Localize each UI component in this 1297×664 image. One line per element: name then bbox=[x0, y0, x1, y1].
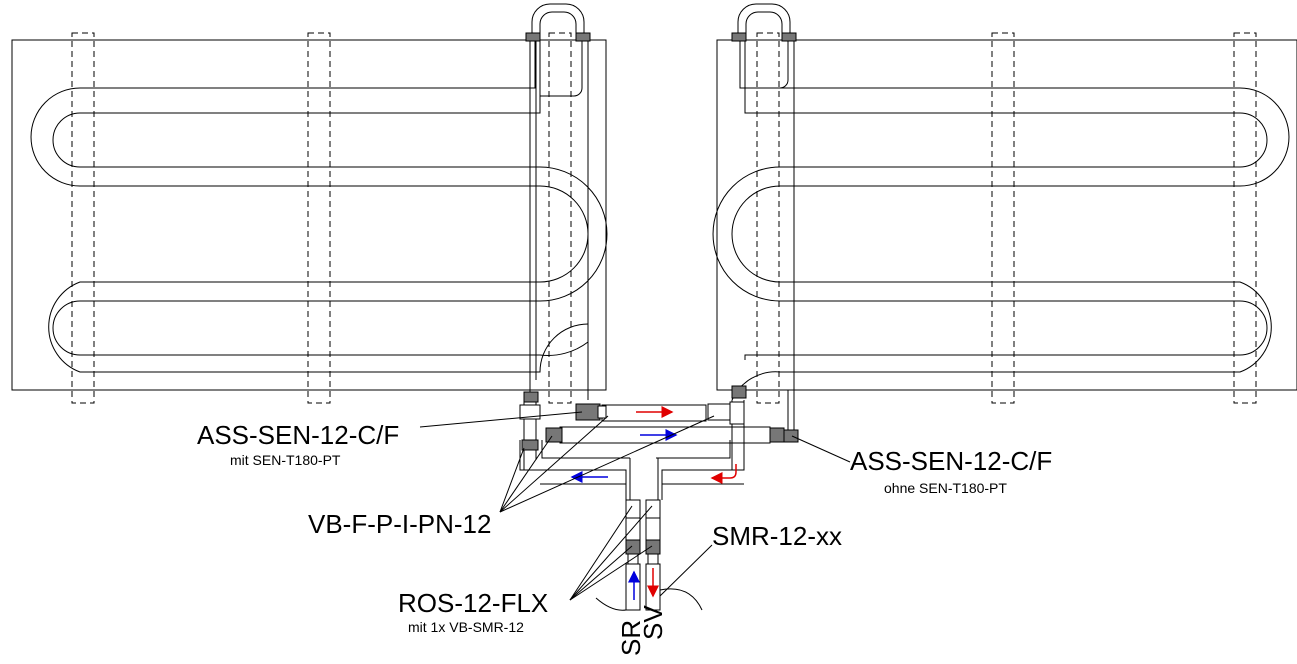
leader-hose bbox=[569, 505, 633, 601]
label-pipe: SMR-12-xx bbox=[712, 521, 842, 551]
label-sensor-right: ASS-SEN-12-C/F bbox=[850, 446, 1052, 476]
left-u-bend-fitting bbox=[575, 32, 591, 42]
outlet-hose bbox=[645, 517, 661, 541]
valve-fitting bbox=[731, 385, 747, 399]
outlet-hose bbox=[625, 517, 641, 541]
left-heating-panel bbox=[11, 3, 608, 404]
right-supply-riser bbox=[779, 40, 795, 430]
right-panel-outline bbox=[716, 39, 1297, 391]
valve-fitting bbox=[769, 427, 785, 443]
label-sensor-left: ASS-SEN-12-C/F bbox=[197, 420, 399, 450]
right-serpentine-tube-outer bbox=[731, 40, 1290, 401]
left-panel-outline bbox=[11, 39, 607, 391]
leader-hose bbox=[569, 545, 633, 601]
left-return-riser bbox=[529, 40, 537, 400]
left-supply-riser bbox=[540, 40, 589, 400]
lower-t-pipe bbox=[519, 440, 745, 500]
leader-sensor-left bbox=[419, 411, 583, 428]
sensor-right-body bbox=[783, 429, 799, 443]
valve-fitting bbox=[521, 439, 539, 451]
leader-hose bbox=[569, 545, 653, 601]
leader-valve bbox=[499, 435, 553, 513]
outlet-fitting bbox=[625, 539, 641, 555]
label-supply-return: SR bbox=[616, 620, 646, 656]
left-serpentine-tube-outer bbox=[30, 40, 589, 373]
valve-fitting bbox=[729, 401, 745, 425]
outlet-fitting bbox=[625, 499, 641, 519]
valve-fitting bbox=[519, 404, 541, 420]
label-hose-sub: mit 1x VB-SMR-12 bbox=[408, 619, 524, 635]
right-u-bend-fitting bbox=[731, 32, 747, 42]
outlet-fitting bbox=[645, 539, 661, 555]
left-u-bend-fitting bbox=[525, 32, 541, 42]
label-supply-flow: SV bbox=[638, 605, 668, 640]
label-sensor-right-sub: ohne SEN-T180-PT bbox=[884, 480, 1007, 496]
left-u-bend bbox=[531, 3, 585, 35]
flow-supply-pipe bbox=[645, 563, 661, 611]
outlet-fitting bbox=[647, 553, 659, 565]
valve-fitting bbox=[523, 391, 539, 403]
left-mounting-rails bbox=[71, 32, 572, 404]
outlet-fitting bbox=[645, 499, 661, 519]
leader-sensor-right bbox=[791, 435, 851, 463]
right-mounting-rails bbox=[756, 32, 1257, 404]
valve-fitting bbox=[545, 427, 563, 443]
labels: ASS-SEN-12-C/F mit SEN-T180-PT ASS-SEN-1… bbox=[197, 420, 1052, 656]
left-serpentine-tube-inner bbox=[52, 40, 608, 356]
right-u-bend-fitting bbox=[781, 32, 797, 42]
pipe-end-curves bbox=[595, 588, 703, 611]
manifold-assembly bbox=[519, 385, 799, 611]
right-serpentine-tube-inner bbox=[712, 40, 1268, 360]
label-hose: ROS-12-FLX bbox=[398, 588, 548, 618]
leader-valve bbox=[499, 447, 525, 513]
right-heating-panel bbox=[712, 3, 1297, 430]
right-u-bend bbox=[737, 3, 791, 35]
upper-supply-pipe bbox=[601, 404, 707, 422]
supply-flow-arrow bbox=[710, 464, 737, 484]
label-valve: VB-F-P-I-PN-12 bbox=[308, 509, 491, 539]
return-supply-pipe bbox=[625, 563, 641, 611]
leader-valve bbox=[499, 415, 609, 513]
sensor-left-nut bbox=[597, 405, 607, 419]
label-sensor-left-sub: mit SEN-T180-PT bbox=[230, 452, 341, 468]
leader-valve bbox=[499, 415, 715, 513]
leader-pipe bbox=[659, 544, 713, 597]
leader-hose bbox=[569, 505, 653, 601]
leader-lines bbox=[419, 411, 851, 601]
